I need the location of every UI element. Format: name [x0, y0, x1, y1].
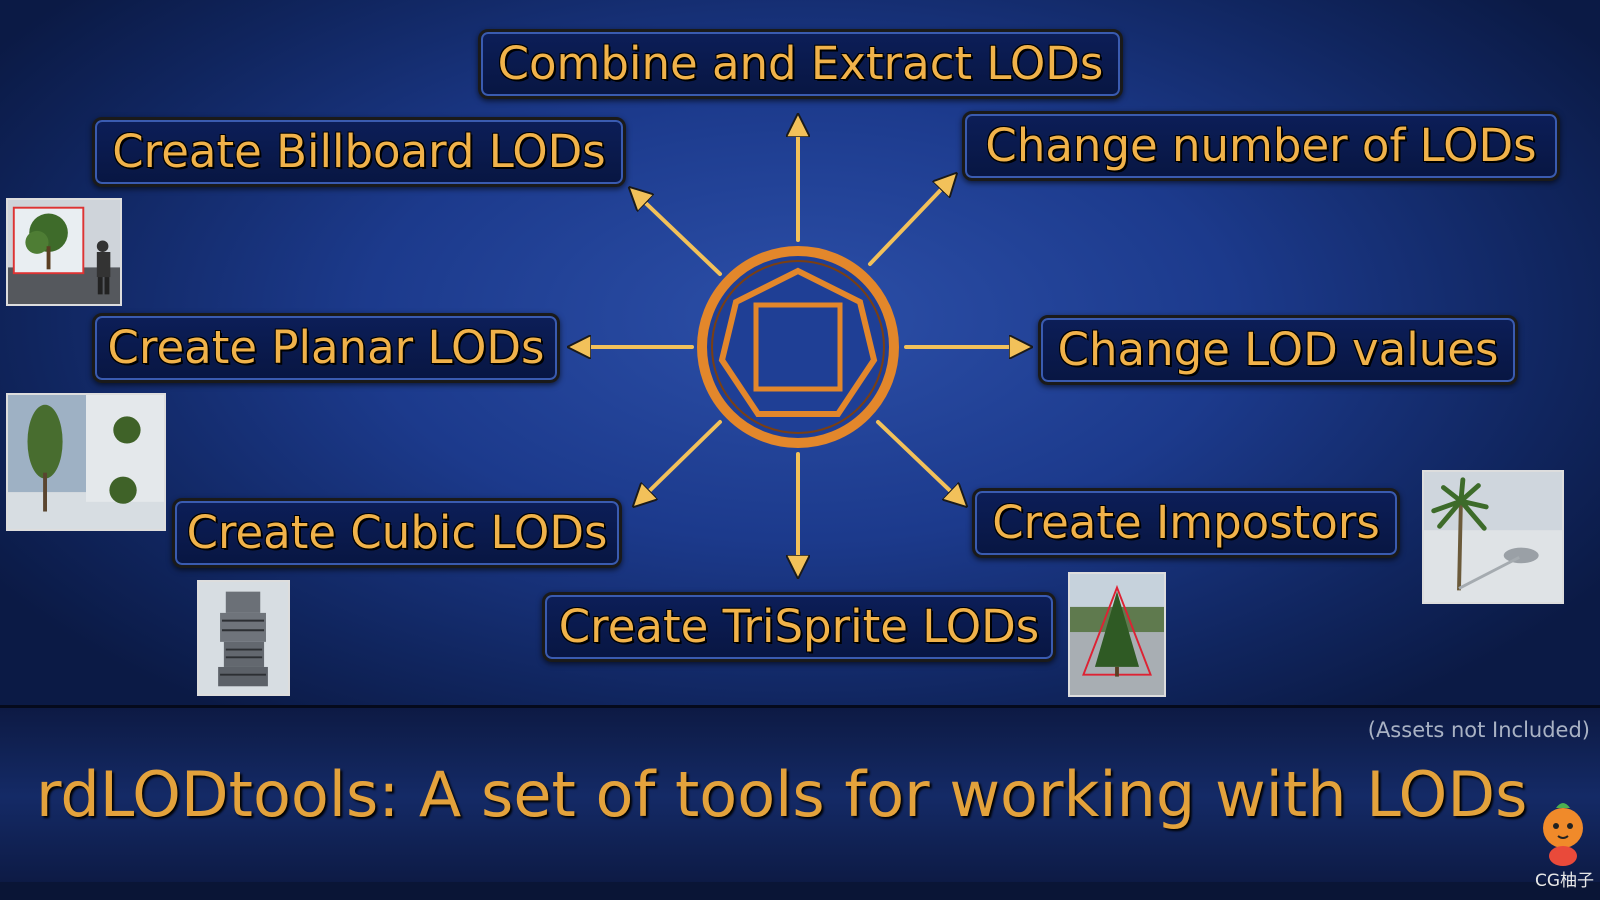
impostor-thumbnail [1422, 470, 1564, 604]
planar-lod-thumbnail [6, 393, 166, 531]
combine-extract-lods-label: Combine and Extract LODs [478, 29, 1123, 99]
trisprite-lod-thumbnail [1068, 572, 1166, 697]
cg-youzi-mascot-logo [1543, 803, 1583, 866]
product-title: rdLODtools: A set of tools for working w… [36, 758, 1528, 831]
create-planar-lods-label: Create Planar LODs [92, 313, 560, 383]
create-impostors-label: Create Impostors [972, 488, 1400, 558]
arrow-up-left [632, 190, 722, 276]
change-lod-values-label: Change LOD values [1038, 315, 1518, 385]
hub-arrows [572, 118, 1028, 574]
change-number-of-lods-label: Change number of LODs [962, 111, 1560, 181]
arrow-down-left [636, 420, 722, 504]
billboard-lod-thumbnail [6, 198, 122, 306]
create-billboard-lods-label: Create Billboard LODs [92, 117, 626, 187]
assets-note: (Assets not Included) [1367, 718, 1590, 742]
footer-banner: (Assets not Included) [0, 705, 1600, 885]
create-cubic-lods-label: Create Cubic LODs [172, 498, 622, 568]
arrow-up-right [868, 176, 954, 266]
cubic-lod-thumbnail [197, 580, 290, 696]
footer-bottom-strip [0, 882, 1600, 900]
arrow-down-right [876, 420, 964, 504]
watermark-text: CG柚子 [1535, 871, 1595, 891]
lod-hub-icon [697, 246, 899, 448]
diagram-stage: Combine and Extract LODs Create Billboar… [0, 0, 1600, 705]
center-hub-diagram [0, 0, 1600, 705]
create-trisprite-lods-label: Create TriSprite LODs [542, 592, 1056, 662]
